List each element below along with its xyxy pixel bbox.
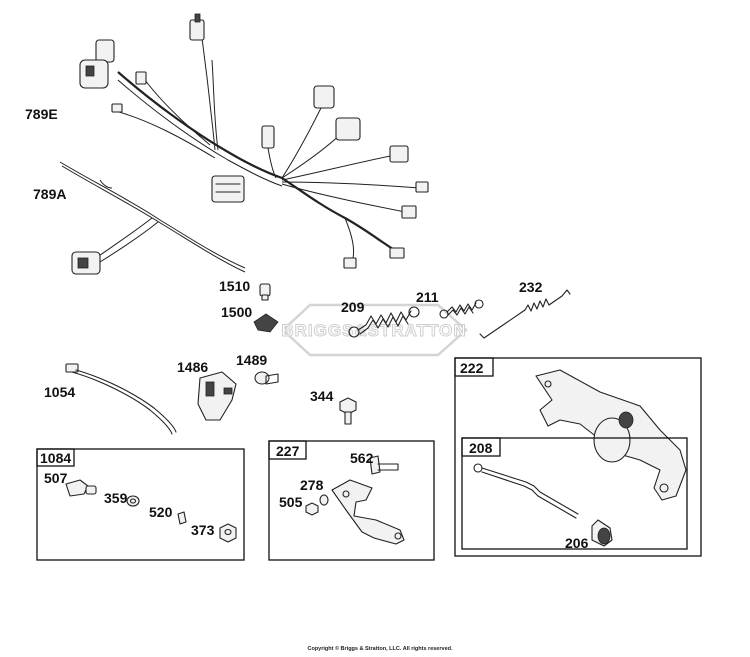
label-1054: 1054: [44, 384, 75, 400]
label-1500: 1500: [221, 304, 252, 320]
label-211: 211: [416, 289, 439, 305]
box-208: 208: [461, 437, 688, 550]
watermark-text: BRIGGS&STRATTON: [281, 321, 466, 340]
part-206-knob[interactable]: [591, 519, 613, 547]
brand-watermark: BRIGGS&STRATTON: [281, 303, 468, 357]
part-344-bolt[interactable]: [339, 397, 357, 425]
part-359-washer[interactable]: [126, 495, 140, 507]
part-211-spring[interactable]: [439, 299, 484, 319]
label-1486: 1486: [177, 359, 208, 375]
part-373-nut[interactable]: [219, 523, 237, 543]
wiring-harness-789a[interactable]: [59, 161, 246, 275]
label-507: 507: [44, 470, 68, 486]
part-1489-screw[interactable]: [254, 371, 279, 385]
part-507[interactable]: [65, 479, 97, 497]
part-278-bracket[interactable]: [331, 479, 405, 545]
label-505: 505: [279, 494, 303, 510]
label-1489: 1489: [236, 352, 267, 368]
washer-227: [319, 494, 329, 506]
label-789e: 789E: [25, 106, 58, 122]
label-520: 520: [149, 504, 173, 520]
box-222: 222: [454, 357, 702, 557]
label-222: 222: [460, 360, 484, 376]
part-1486-module[interactable]: [197, 371, 237, 421]
label-1084: 1084: [40, 450, 71, 466]
label-208: 208: [469, 440, 493, 456]
part-208-link-rod[interactable]: [473, 463, 579, 519]
label-209: 209: [341, 299, 365, 315]
box-227: 227: [268, 440, 435, 561]
wiring-harness-789e[interactable]: [79, 13, 429, 269]
label-359: 359: [104, 490, 128, 506]
label-227: 227: [276, 443, 300, 459]
part-1510-fuse[interactable]: [259, 283, 271, 301]
label-344: 344: [310, 388, 334, 404]
label-232: 232: [519, 279, 543, 295]
copyright-notice: Copyright © Briggs & Stratton, LLC. All …: [307, 646, 453, 652]
label-789a: 789A: [33, 186, 66, 202]
label-206: 206: [565, 535, 589, 551]
part-232-spring[interactable]: [479, 289, 571, 339]
part-562-bolt[interactable]: [369, 455, 399, 475]
part-1054-cable-tie[interactable]: [65, 363, 177, 435]
box-1084: 1084: [36, 448, 245, 561]
part-505-nut[interactable]: [305, 502, 319, 516]
part-222-solenoid-bracket[interactable]: [535, 369, 687, 501]
part-1500-fuse-holder[interactable]: [253, 313, 279, 333]
label-278: 278: [300, 477, 324, 493]
label-1510: 1510: [219, 278, 250, 294]
label-373: 373: [191, 522, 215, 538]
part-209-spring[interactable]: [348, 306, 420, 338]
part-520-clip[interactable]: [177, 511, 187, 525]
label-562: 562: [350, 450, 374, 466]
